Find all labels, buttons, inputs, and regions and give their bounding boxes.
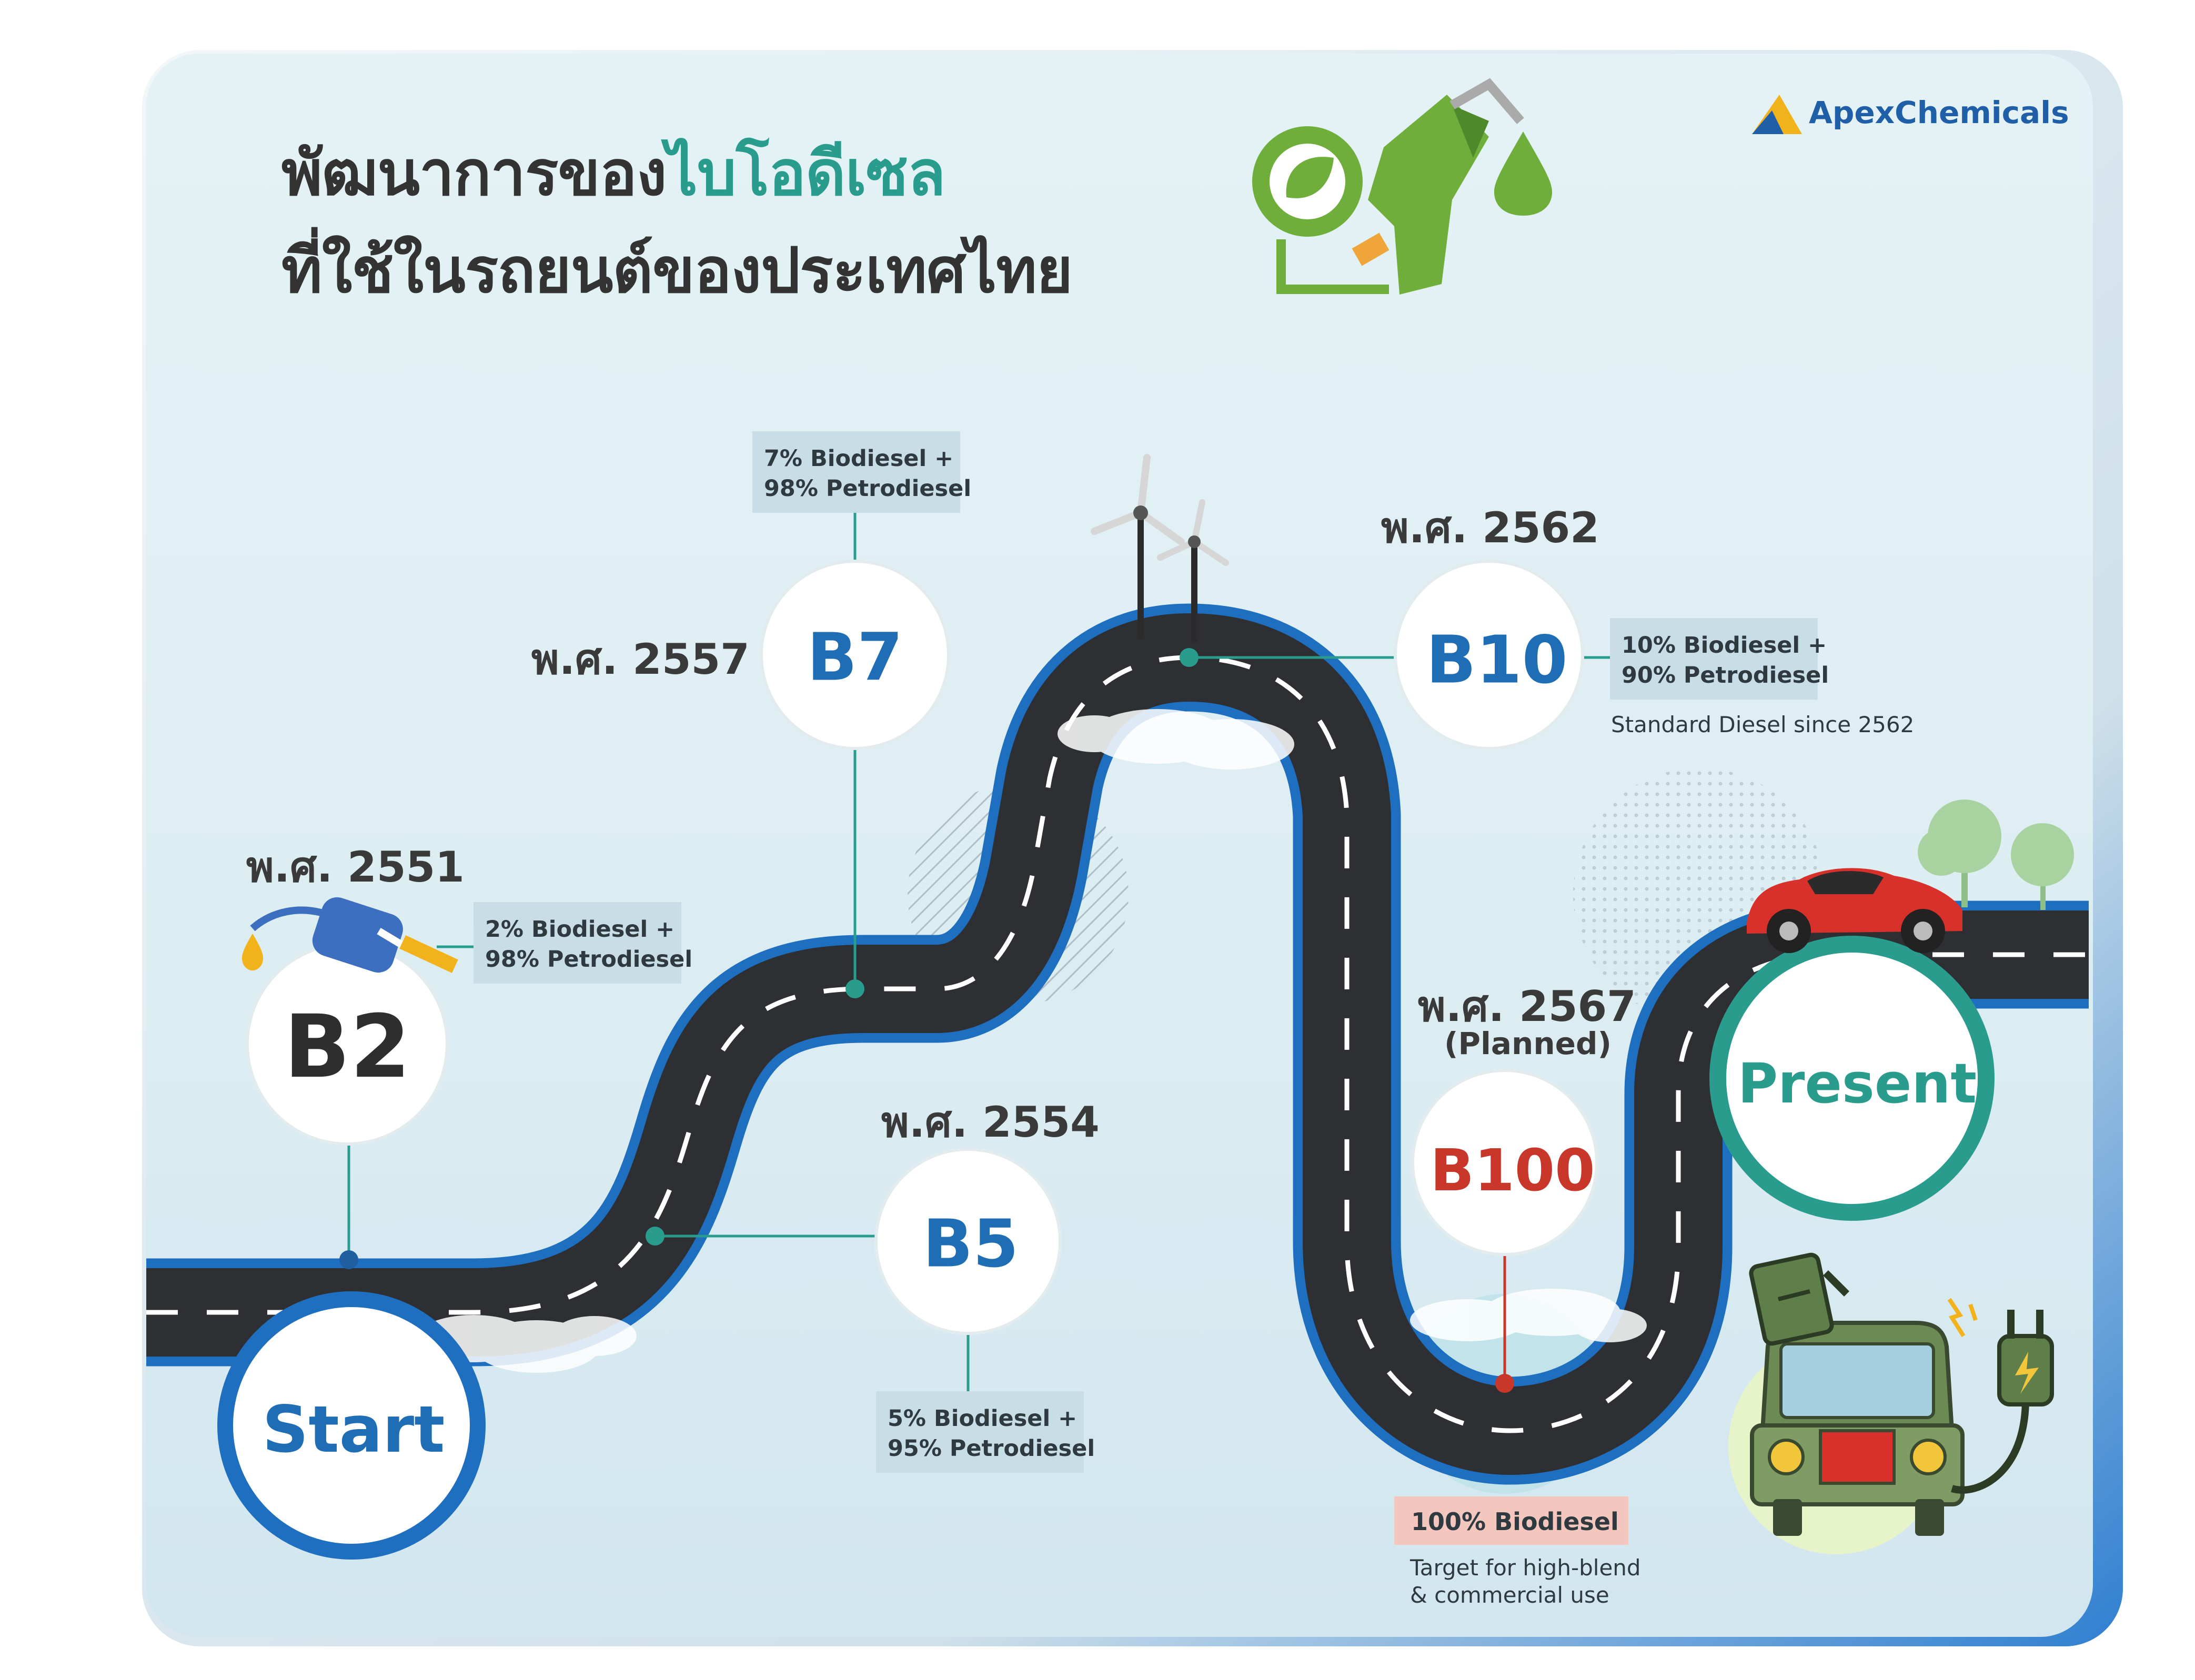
brand-name: ApexChemicals [1809, 95, 2069, 130]
present-label: Present [1737, 1051, 1977, 1116]
wind-turbine-icon [1091, 454, 1229, 642]
code-b7: B7 [807, 619, 903, 696]
year-b7: พ.ศ. 2557 [531, 635, 750, 684]
milestone-circles [246, 560, 1598, 1335]
blend-b10-line1: 10% Biodiesel + [1622, 632, 1827, 659]
triangle-logo-icon [1752, 95, 1802, 134]
year-b5: พ.ศ. 2554 [881, 1098, 1100, 1147]
fuel-nozzle-icon [242, 897, 458, 973]
dot-b7 [845, 979, 864, 998]
status-b100: (Planned) [1444, 1026, 1612, 1061]
note-b100-line2: & commercial use [1410, 1582, 1609, 1608]
year-b2: พ.ศ. 2551 [246, 843, 465, 892]
title-prefix: พัฒนาการของ [281, 137, 667, 209]
blend-box-b7-bg [752, 431, 960, 513]
blend-box-b100: 100% Biodiesel [1399, 1500, 1630, 1544]
note-b10: Standard Diesel since 2562 [1611, 712, 1915, 737]
blend-b7-line1: 7% Biodiesel + [764, 446, 954, 472]
blend-box-b2-bg [474, 902, 681, 984]
year-b10: พ.ศ. 2562 [1381, 503, 1599, 552]
note-b100-line1: Target for high-blend [1410, 1555, 1641, 1581]
code-b10: B10 [1426, 622, 1568, 699]
cloud-decoration [416, 709, 1647, 1373]
blend-box-b2: 2% Biodiesel + 98% Petrodiesel [474, 907, 704, 982]
code-b100: B100 [1430, 1137, 1595, 1204]
blend-b10-line2: 90% Petrodiesel [1622, 662, 1829, 689]
blend-box-b7: 7% Biodiesel + 98% Petrodiesel [752, 437, 983, 511]
title-highlight: ไบโอดีเซล [666, 137, 946, 209]
truck-icon [1728, 1321, 1965, 1554]
dot-b2 [339, 1250, 358, 1269]
blend-b2-line1: 2% Biodiesel + [485, 916, 675, 943]
dot-b5 [646, 1227, 664, 1246]
dot-b100 [1495, 1374, 1514, 1393]
blend-b2-line2: 98% Petrodiesel [485, 946, 693, 973]
tree-icon [1918, 799, 2074, 910]
code-b2: B2 [284, 996, 411, 1097]
blend-box-b10-bg [1610, 618, 1818, 700]
road-center-dashes [146, 655, 2089, 1433]
start-label: Start [262, 1392, 445, 1467]
blend-b7-line2: 98% Petrodiesel [764, 475, 972, 502]
fuel-nozzle-leaf-icon [1252, 78, 1552, 295]
blend-box-b100-bg [1394, 1496, 1628, 1545]
blend-box-b10: 10% Biodiesel + 90% Petrodiesel [1610, 623, 1840, 698]
blend-box-b5: 5% Biodiesel + 95% Petrodiesel [876, 1396, 1106, 1471]
blend-b100-line1: 100% Biodiesel [1411, 1507, 1619, 1536]
fuel-can-icon [1749, 1252, 1849, 1346]
dot-b10 [1180, 648, 1199, 667]
red-car-icon [1747, 868, 1962, 953]
start-circle [217, 1291, 486, 1560]
page-title: พัฒนาการของไบโอดีเซล [281, 142, 945, 204]
year-b100: พ.ศ. 2567 [1418, 982, 1636, 1031]
blend-box-b5-bg [876, 1391, 1084, 1473]
blend-b5-line1: 5% Biodiesel + [888, 1405, 1078, 1432]
present-circle [1709, 936, 1995, 1221]
plug-icon [1947, 1298, 2054, 1494]
blend-b5-line2: 95% Petrodiesel [888, 1435, 1095, 1462]
code-b5: B5 [922, 1206, 1019, 1282]
page-subtitle: ที่ใช้ในรถยนต์ของประเทศไทย [281, 234, 1073, 307]
